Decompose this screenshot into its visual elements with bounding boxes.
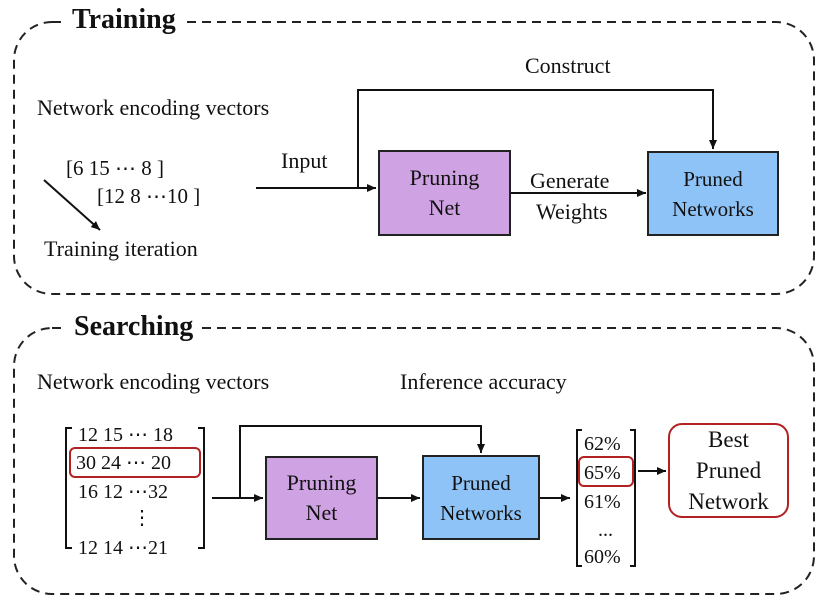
training-encoding-label: Network encoding vectors [37,95,270,120]
best-pruned-network-box: Best Pruned Network [668,423,789,518]
matrix-row-3: 16 12 ⋯32 [78,481,168,503]
accuracy-1: 62% [584,433,621,455]
matrix-row-5: 12 14 ⋯21 [78,537,168,559]
search-pruning-net-line-2: Net [305,500,338,525]
search-pruned-networks-line-1: Pruned [451,470,511,495]
search-pruned-networks-line-2: Networks [440,500,522,525]
matrix-row-2: 30 24 ⋯ 20 [76,452,171,474]
searching-title: Searching [66,313,202,341]
training-iteration-label: Training iteration [44,236,198,261]
accuracy-right-bracket [630,429,636,567]
matrix-row-ellipsis: ⋮ [132,507,152,529]
construct-label: Construct [525,53,611,78]
training-iteration-arrow [43,179,101,231]
training-pruning-net-box: Pruning Net [378,150,511,236]
searching-pruning-net-box: Pruning Net [265,456,378,540]
training-title: Training [64,6,184,34]
accuracy-2: 65% [584,462,621,484]
pruned-networks-line-2: Networks [672,196,754,221]
matrix-right-bracket [198,427,205,549]
searching-pruned-networks-box: Pruned Networks [422,455,540,540]
pruning-net-line-2: Net [428,195,461,220]
construct-arrow [357,89,717,188]
training-vector-1: [6 15 ⋯ 8 ] [66,156,164,180]
accuracy-5: 60% [584,546,621,568]
searching-encoding-label: Network encoding vectors [37,369,270,394]
bypass-arrow [239,425,485,498]
training-section-border [13,21,815,295]
matrix-row-highlight [69,447,201,478]
matrix-row-1: 12 15 ⋯ 18 [78,424,173,446]
accuracy-ellipsis: ... [598,519,613,541]
input-label: Input [281,148,328,173]
accuracy-highlight [578,456,634,487]
search-pruning-net-line-1: Pruning [286,470,357,495]
searching-section-border [13,327,815,595]
matrix-left-bracket [65,427,72,549]
training-vector-2: [12 8 ⋯10 ] [97,184,201,208]
accuracy-3: 61% [584,491,621,513]
best-line-3: Network [688,489,769,514]
pruned-networks-line-1: Pruned [683,166,743,191]
inference-accuracy-label: Inference accuracy [400,369,567,394]
generate-label: Generate [530,168,610,193]
weights-label: Weights [536,199,608,224]
best-line-1: Best [708,427,749,452]
training-pruned-networks-box: Pruned Networks [647,151,779,236]
accuracy-left-bracket [576,429,582,567]
pruning-net-line-1: Pruning [409,165,480,190]
best-line-2: Pruned [695,458,762,483]
